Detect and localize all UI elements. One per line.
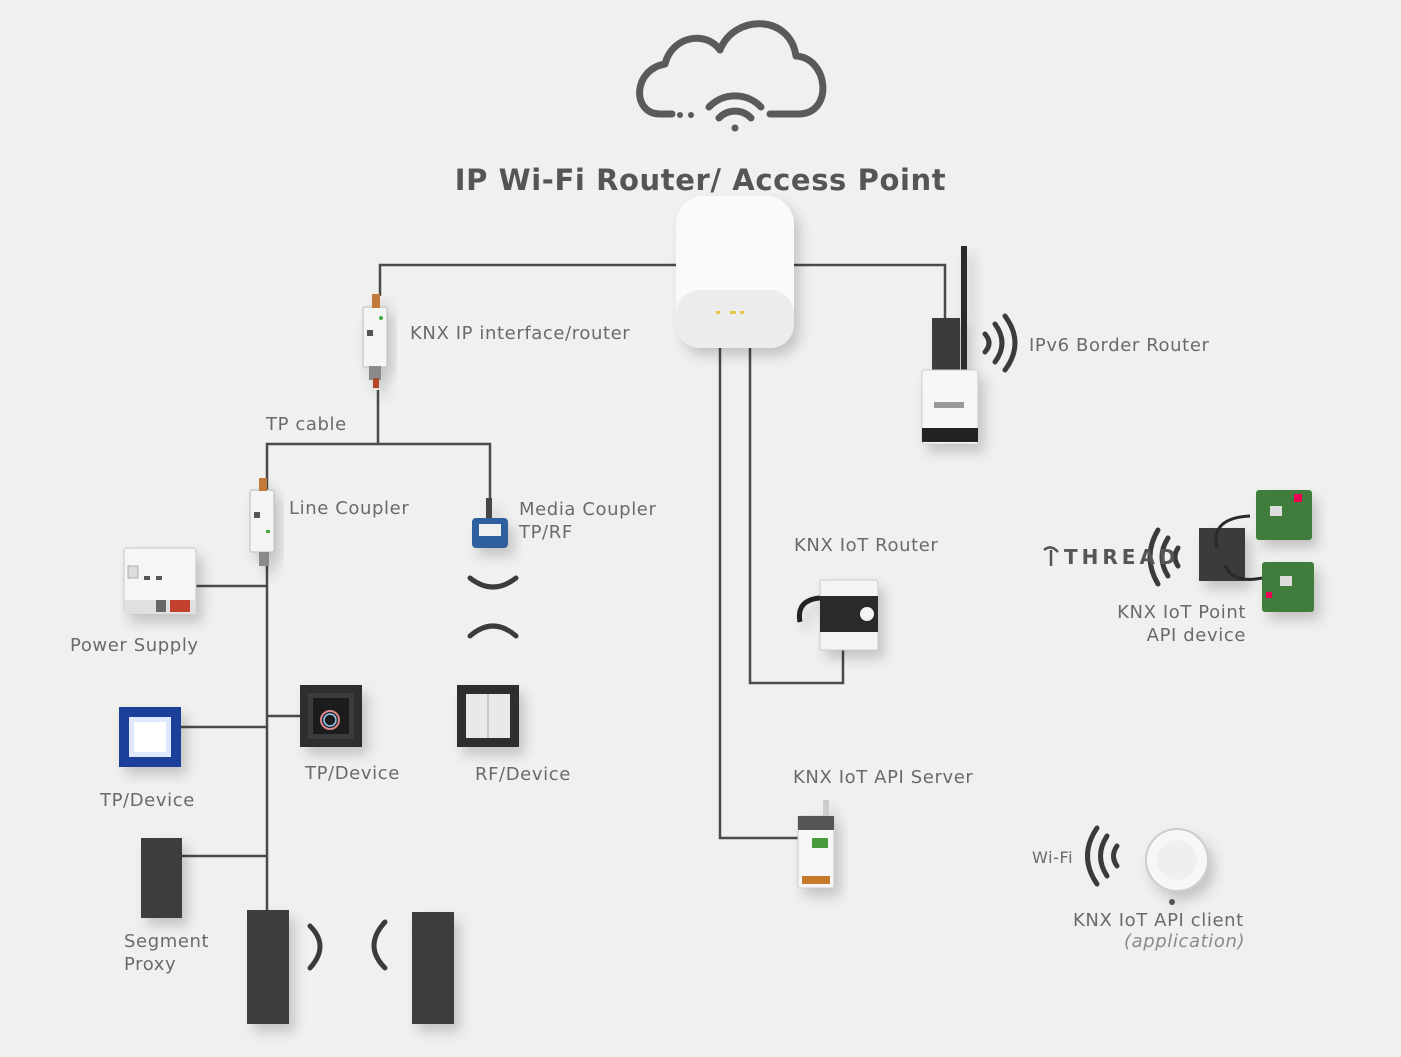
- label-tp-device-a: TP/Device: [100, 790, 195, 811]
- rf-device-switch: [457, 685, 519, 747]
- label-api-device: API device: [1146, 625, 1246, 646]
- label-application: (application): [1124, 931, 1246, 952]
- cables: [180, 263, 947, 910]
- knx-ip-router-device: [362, 294, 388, 388]
- knx-iot-router-device: [796, 579, 879, 651]
- label-iot-api-client: KNX IoT API client: [1073, 910, 1244, 931]
- wireless-wave-icon: [982, 313, 1018, 373]
- label-wifi: Wi-Fi: [1032, 848, 1074, 867]
- iot-point-api-device: [1199, 490, 1314, 612]
- wifi-router: [676, 196, 794, 348]
- label-power-supply: Power Supply: [70, 635, 199, 656]
- media-coupler-device: [472, 498, 508, 548]
- label-iot-api-server: KNX IoT API Server: [793, 767, 974, 788]
- label-tp-cable: TP cable: [266, 414, 347, 435]
- cloud-wifi-icon: [636, 20, 827, 132]
- label-media-coupler-tprf: TP/RF: [519, 522, 573, 543]
- label-proxy: Proxy: [124, 954, 177, 975]
- label-iot-point: KNX IoT Point: [1117, 602, 1246, 623]
- power-supply-device: [123, 547, 197, 615]
- label-rf-device: RF/Device: [475, 764, 571, 785]
- diagram-title: IP Wi-Fi Router/ Access Point: [454, 163, 947, 197]
- wireless-wave-icon: [1085, 825, 1120, 887]
- tp-device-blue: [119, 707, 181, 767]
- tp-device-thermostat: [300, 685, 362, 747]
- line-coupler-device: [249, 478, 275, 566]
- knx-iot-api-server-device: [797, 800, 835, 889]
- label-knx-iot-router: KNX IoT Router: [794, 535, 939, 556]
- label-tp-device-b: TP/Device: [305, 763, 400, 784]
- label-line-coupler: Line Coupler: [289, 498, 410, 519]
- ipv6-border-router-device: [921, 246, 979, 445]
- wireless-wave-icon: [1147, 527, 1181, 587]
- usb-cables: [1214, 514, 1263, 581]
- wireless-wave-icon: [467, 575, 519, 639]
- bottom-panels: [247, 910, 454, 1024]
- thread-logo-icon: [1043, 546, 1059, 566]
- label-media-coupler: Media Coupler: [519, 499, 657, 520]
- label-segment: Segment: [124, 931, 210, 952]
- wireless-wave-icon: [307, 919, 388, 971]
- label-knx-ip-router: KNX IP interface/router: [410, 323, 631, 344]
- api-client-device: [1145, 828, 1209, 905]
- label-ipv6-border-router: IPv6 Border Router: [1029, 335, 1210, 356]
- segment-proxy-device: [141, 838, 182, 918]
- thread-logo-text: THREAD: [1064, 545, 1180, 569]
